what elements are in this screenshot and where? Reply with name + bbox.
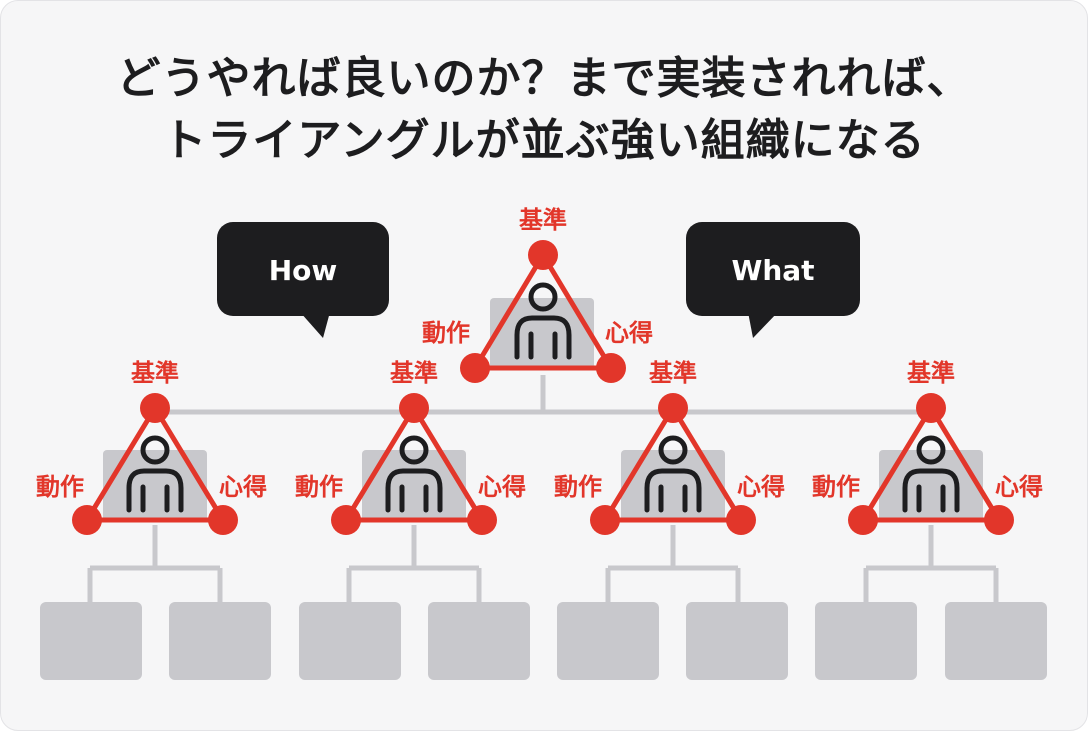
member-node-2: 基準 動作 心得 — [295, 359, 526, 535]
member-node-4: 基準 動作 心得 — [812, 359, 1043, 535]
label-dousa: 動作 — [812, 473, 860, 501]
vertex-dot-left — [590, 505, 620, 535]
label-kokoroe: 心得 — [219, 473, 267, 501]
vertex-dot-top — [528, 240, 558, 270]
vertex-dot-left — [460, 353, 490, 383]
subordinate-box — [557, 602, 659, 680]
label-dousa: 動作 — [422, 319, 470, 347]
connector-lines — [87, 375, 999, 604]
vertex-dot-right — [984, 505, 1014, 535]
how-speech-bubble: How — [217, 222, 389, 338]
label-kijun: 基準 — [390, 359, 438, 387]
vertex-dot-left — [331, 505, 361, 535]
subordinate-box — [815, 602, 917, 680]
label-kijun: 基準 — [649, 359, 697, 387]
person-icon — [126, 435, 184, 513]
subordinate-box — [169, 602, 271, 680]
title-line-1: どうやれば良いのか？まで実装されれば、 — [116, 53, 972, 104]
triangle-outline — [343, 405, 485, 523]
triangle-outline — [84, 405, 226, 523]
label-kijun: 基準 — [131, 359, 179, 387]
vertex-dot-top — [916, 393, 946, 423]
member-node-1: 基準 動作 心得 — [36, 359, 267, 535]
label-dousa: 動作 — [554, 473, 602, 501]
person-icon — [385, 435, 443, 513]
title-line-2: トライアングルが並ぶ強い組織になる — [162, 115, 926, 166]
label-dousa: 動作 — [295, 473, 343, 501]
subordinate-box — [945, 602, 1047, 680]
vertex-dot-top — [399, 393, 429, 423]
triangle-outline — [602, 405, 744, 523]
leader-node: 基準 動作 心得 — [422, 206, 653, 383]
vertex-dot-right — [467, 505, 497, 535]
label-kokoroe: 心得 — [605, 319, 653, 347]
subordinate-boxes — [40, 602, 1047, 680]
vertex-dot-top — [140, 393, 170, 423]
page-title: どうやれば良いのか？まで実装されれば、 トライアングルが並ぶ強い組織になる — [0, 48, 1088, 172]
vertex-dot-right — [208, 505, 238, 535]
label-kijun: 基準 — [907, 359, 955, 387]
subordinate-box — [428, 602, 530, 680]
triangle-outline — [472, 252, 614, 371]
person-icon — [644, 435, 702, 513]
label-dousa: 動作 — [36, 473, 84, 501]
subordinate-box — [299, 602, 401, 680]
subordinate-box — [40, 602, 142, 680]
triangle-outline — [860, 405, 1002, 523]
vertex-dot-top — [658, 393, 688, 423]
subordinate-box — [686, 602, 788, 680]
member-node-3: 基準 動作 心得 — [554, 359, 785, 535]
vertex-dot-right — [596, 353, 626, 383]
how-label: How — [269, 254, 338, 287]
vertex-dot-right — [726, 505, 756, 535]
label-kokoroe: 心得 — [995, 473, 1043, 501]
vertex-dot-left — [72, 505, 102, 535]
label-kijun: 基準 — [519, 206, 567, 234]
what-speech-bubble: What — [686, 222, 860, 338]
vertex-dot-left — [848, 505, 878, 535]
what-label: What — [731, 254, 814, 287]
person-icon — [902, 435, 960, 513]
label-kokoroe: 心得 — [737, 473, 785, 501]
label-kokoroe: 心得 — [478, 473, 526, 501]
person-icon — [514, 282, 572, 360]
